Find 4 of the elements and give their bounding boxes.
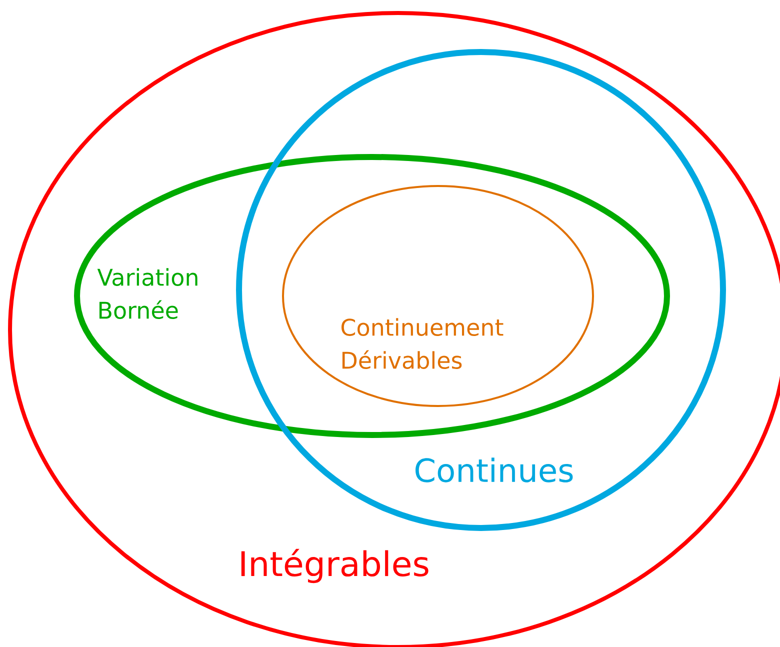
set-label: Variation Bornée <box>97 268 198 319</box>
set-label: Intégrables <box>241 548 428 584</box>
set-label: Continues <box>416 458 573 482</box>
set-label: Continuement Dérivables <box>342 318 504 369</box>
